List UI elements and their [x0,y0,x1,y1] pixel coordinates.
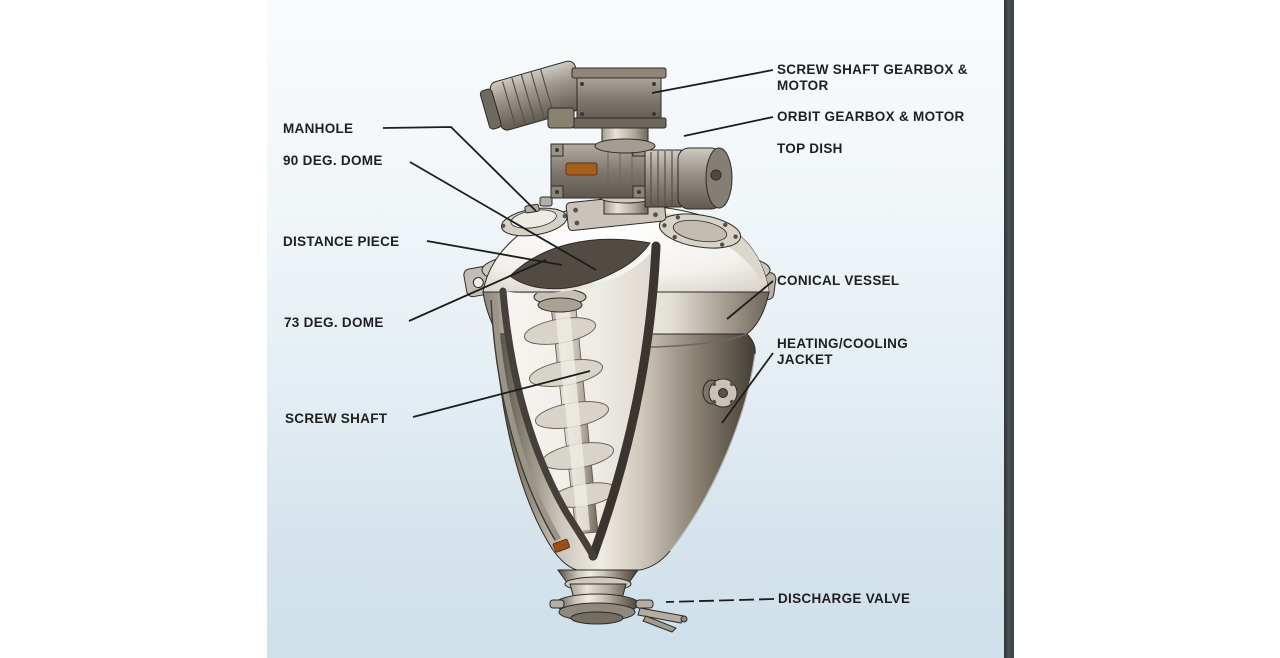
leader-discharge-valve [665,598,775,603]
cut-wall-left [499,287,597,560]
top-dish-blank-flange [658,213,742,249]
label-discharge-valve: DISCHARGE VALVE [778,591,911,606]
leader-dome-90 [409,161,597,271]
cut-wall-right [588,241,661,561]
leader-jacket [721,352,774,424]
leader-conical-vessel [726,280,774,320]
label-top-dish: TOP DISH [777,141,843,156]
orbit-gearbox [550,143,646,199]
label-manhole: MANHOLE [283,121,354,136]
manhole-cover [500,203,568,237]
leader-lines [382,69,775,603]
label-73-deg-dome: 73 DEG. DOME [284,315,384,330]
screw-gearbox-motor [479,60,667,131]
leader-manhole [382,126,537,212]
label-90-deg-dome: 90 DEG. DOME [283,153,383,168]
leader-screw-shaft [412,370,591,418]
label-screw-shaft-gearbox-motor: SCREW SHAFT GEARBOX & MOTOR [777,62,968,93]
leader-screw-gearbox [651,69,774,94]
leader-distance-piece [426,240,563,266]
page-edge-divider [1004,0,1014,658]
brand-logo-lower [552,538,571,553]
label-screw-shaft: SCREW SHAFT [285,411,388,426]
label-heating-cooling-jacket: HEATING/COOLING JACKET [777,336,908,367]
discharge-valve-part [549,569,688,633]
jacket-nozzle-flange [702,378,738,408]
leader-dome-73 [408,259,547,322]
label-distance-piece: DISTANCE PIECE [283,234,400,249]
label-conical-vessel: CONICAL VESSEL [777,273,900,288]
support-arm [490,299,562,542]
orbit-motor [644,147,733,210]
brand-logo-patch [565,162,598,176]
leader-orbit-gearbox [683,116,774,137]
label-orbit-gearbox-motor: ORBIT GEARBOX & MOTOR [777,109,965,124]
